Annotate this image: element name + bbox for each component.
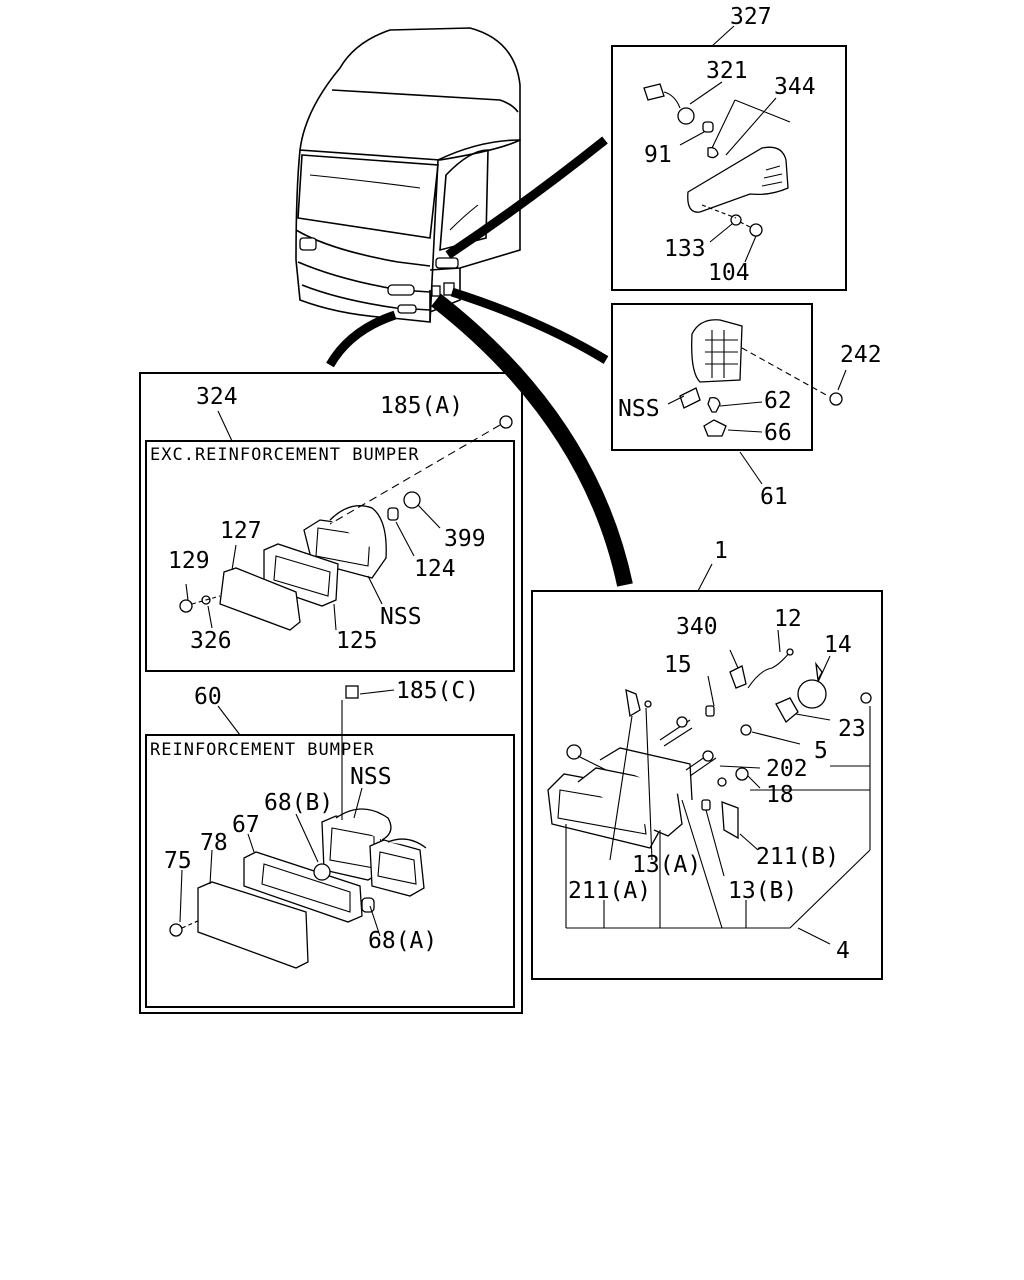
callout-68b: 68(B) [264,790,333,816]
callout-185c: 185(C) [396,678,479,704]
callout-14: 14 [824,632,852,658]
box-1-frame [531,590,883,980]
callout-91: 91 [644,142,672,168]
callout-67: 67 [232,812,260,838]
callout-185a: 185(A) [380,393,463,419]
callout-4: 4 [836,938,850,964]
box-324-frame [145,440,515,672]
caption-exc-reinforcement-bumper: EXC.REINFORCEMENT BUMPER [150,445,420,465]
callout-211b: 211(B) [756,844,839,870]
callout-62: 62 [764,388,792,414]
callout-104: 104 [708,260,750,286]
callout-78: 78 [200,830,228,856]
box-60-frame [145,734,515,1008]
callout-133: 133 [664,236,706,262]
callout-129: 129 [168,548,210,574]
callout-61: 61 [760,484,788,510]
callout-399: 399 [444,526,486,552]
callout-124: 124 [414,556,456,582]
box-61-frame [611,303,813,451]
callout-13b: 13(B) [728,878,797,904]
box-61-side-lamp [611,303,847,485]
callout-nss-front: NSS [380,604,422,630]
callout-127: 127 [220,518,262,544]
callout-327: 327 [730,4,772,30]
callout-68a: 68(A) [368,928,437,954]
callout-125: 125 [336,628,378,654]
box-327-side-turn-lamp [611,25,847,291]
callout-340: 340 [676,614,718,640]
callout-23: 23 [838,716,866,742]
callout-66: 66 [764,420,792,446]
truck-cab-illustration [295,27,521,323]
callouts: 327 321 344 91 133 104 242 NSS 62 66 61 … [164,4,882,964]
callout-12: 12 [774,606,802,632]
box-327-frame [611,45,847,291]
callout-324: 324 [196,384,238,410]
callout-nss-side: NSS [618,396,660,422]
callout-15: 15 [664,652,692,678]
caption-reinforcement-bumper: REINFORCEMENT BUMPER [150,740,375,760]
callout-202: 202 [766,756,808,782]
callout-13a: 13(A) [632,852,701,878]
callout-60: 60 [194,684,222,710]
callout-5: 5 [814,738,828,764]
box-outer-frame [139,372,523,1014]
leader-curves [326,136,633,587]
callout-1: 1 [714,538,728,564]
box-1-headlamp [531,563,883,980]
callout-18: 18 [766,782,794,808]
callout-nss-bumper: NSS [350,764,392,790]
callout-242: 242 [840,342,882,368]
callout-326: 326 [190,628,232,654]
callout-211a: 211(A) [568,878,651,904]
callout-75: 75 [164,848,192,874]
box-front-lamps [139,372,523,1014]
callout-321: 321 [706,58,748,84]
callout-344: 344 [774,74,816,100]
